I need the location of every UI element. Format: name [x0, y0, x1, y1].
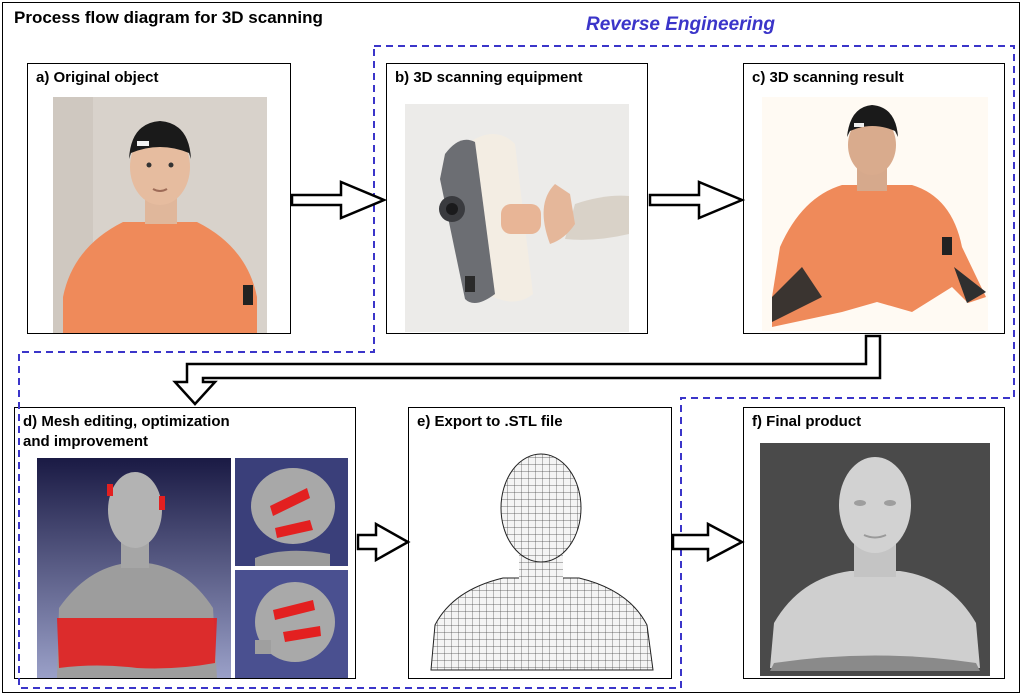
panel-label: a) Original object [36, 69, 159, 86]
arrow-a-to-b [290, 180, 388, 220]
panel-label: e) Export to .STL file [417, 413, 563, 430]
stl-wireframe-render [423, 450, 659, 676]
final-product-render [760, 443, 990, 676]
panel-label-line1: d) Mesh editing, optimization [23, 413, 230, 430]
panel-label: f) Final product [752, 413, 862, 430]
panel-label-line2: and improvement [23, 433, 149, 450]
panel-scanning-equipment: b) 3D scanning equipment [386, 63, 648, 334]
mesh-edit-side-view-top [235, 458, 348, 566]
scan-result-render [762, 97, 988, 331]
panel-label: c) 3D scanning result [752, 69, 904, 86]
mesh-edit-side-view-bottom [235, 570, 348, 678]
panel-original-object: a) Original object [27, 63, 291, 334]
panel-export-stl: e) Export to .STL file [408, 407, 672, 679]
panel-final-product: f) Final product [743, 407, 1005, 679]
original-object-photo [53, 97, 267, 333]
panel-scanning-result: c) 3D scanning result [743, 63, 1005, 334]
reverse-engineering-label: Reverse Engineering [586, 14, 776, 35]
reverse-engineering-boundary [18, 45, 1015, 689]
arrow-b-to-c [648, 180, 746, 220]
mesh-edit-front-view [37, 458, 231, 678]
arrow-d-to-e [356, 521, 411, 563]
arrow-c-to-d [172, 334, 882, 406]
diagram-title: Process flow diagram for 3D scanning [14, 8, 323, 27]
scanner-photo [405, 104, 629, 332]
arrow-e-to-f [671, 521, 745, 563]
panel-mesh-editing: d) Mesh editing, optimization and improv… [14, 407, 356, 679]
panel-label: b) 3D scanning equipment [395, 69, 583, 86]
